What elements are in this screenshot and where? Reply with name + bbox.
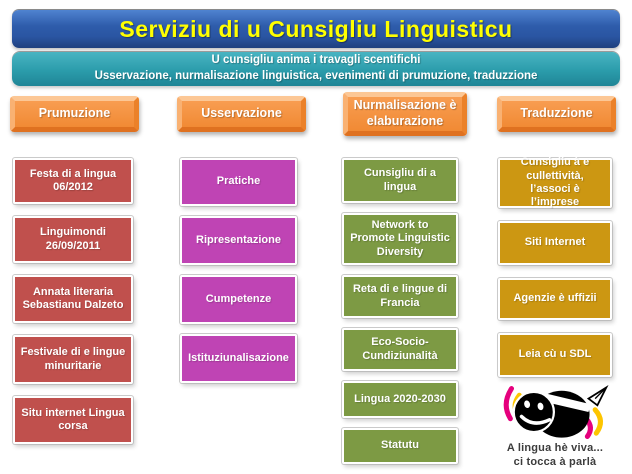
logo-caption-line-1: A lingua hè viva... — [506, 442, 604, 454]
diagram-box: Annata literaria Sebastianu Dalzeto — [13, 275, 133, 323]
column-nurmalisazione: Cunsigliu di a lingua Network to Promote… — [342, 158, 458, 464]
column-header-prumuzione: Prumuzione — [10, 96, 139, 132]
subtitle-line-1: U cunsigliu anima i travagli scentifichi — [211, 54, 421, 67]
diagram-box: Festivale di e lingue minuritarie — [13, 335, 133, 384]
column-header-usservazione: Usservazione — [177, 96, 306, 132]
page-title: Serviziu di u Cunsigliu Linguisticu — [119, 15, 513, 42]
subtitle-line-2: Usservazione, nurmalisazione linguistica… — [94, 70, 538, 82]
diagram-box: Reta di e lingue di Francia — [342, 275, 458, 318]
title-banner: Serviziu di u Cunsigliu Linguisticu — [12, 10, 620, 48]
diagram-box: Lingua 2020-2030 — [342, 381, 458, 418]
diagram-box: Situ internet Lingua corsa — [13, 396, 133, 444]
column-header-traduzzione: Traduzzione — [497, 96, 616, 132]
diagram-box: Cunsigliu à e cullettività, l’associ è l… — [498, 156, 612, 208]
diagram-box: Linguimondi 26/09/2011 — [13, 216, 133, 263]
subtitle-banner: U cunsigliu anima i travagli scentifichi… — [12, 52, 620, 86]
diagram-box: Festa di a lingua 06/2012 — [13, 158, 133, 204]
diagram-box: Cunsigliu di a lingua — [342, 158, 458, 203]
column-prumuzione: Festa di a lingua 06/2012 Linguimondi 26… — [13, 158, 133, 444]
talking-face-logo-icon — [497, 383, 613, 441]
diagram-box: Eco-Socio-Cundiziunalità — [342, 328, 458, 371]
diagram-box: Siti Internet — [498, 221, 612, 265]
diagram-box: Cumpetenze — [180, 275, 297, 324]
column-header-nurmalisazione: Nurmalisazione è elaburazione — [343, 92, 467, 136]
diagram-box: Statutu — [342, 428, 458, 464]
logo-caption-line-2: ci tocca à parlà — [513, 456, 597, 469]
diagram-box: Istituziunalisazione — [180, 334, 297, 383]
diagram-box: Network to Promote Linguistic Diversity — [342, 213, 458, 265]
column-traduzzione: Cunsigliu à e cullettività, l’associ è l… — [498, 156, 612, 377]
lingua-corsa-logo: A lingua hè viva... ci tocca à parlà — [490, 383, 620, 470]
column-usservazione: Pratiche Ripresentazione Cumpetenze Isti… — [180, 158, 297, 383]
diagram-box: Pratiche — [180, 158, 297, 206]
diagram-box: Ripresentazione — [180, 216, 297, 265]
diagram-box: Leia cù u SDL — [498, 333, 612, 377]
diagram-box: Agenzie è uffizii — [498, 278, 612, 320]
